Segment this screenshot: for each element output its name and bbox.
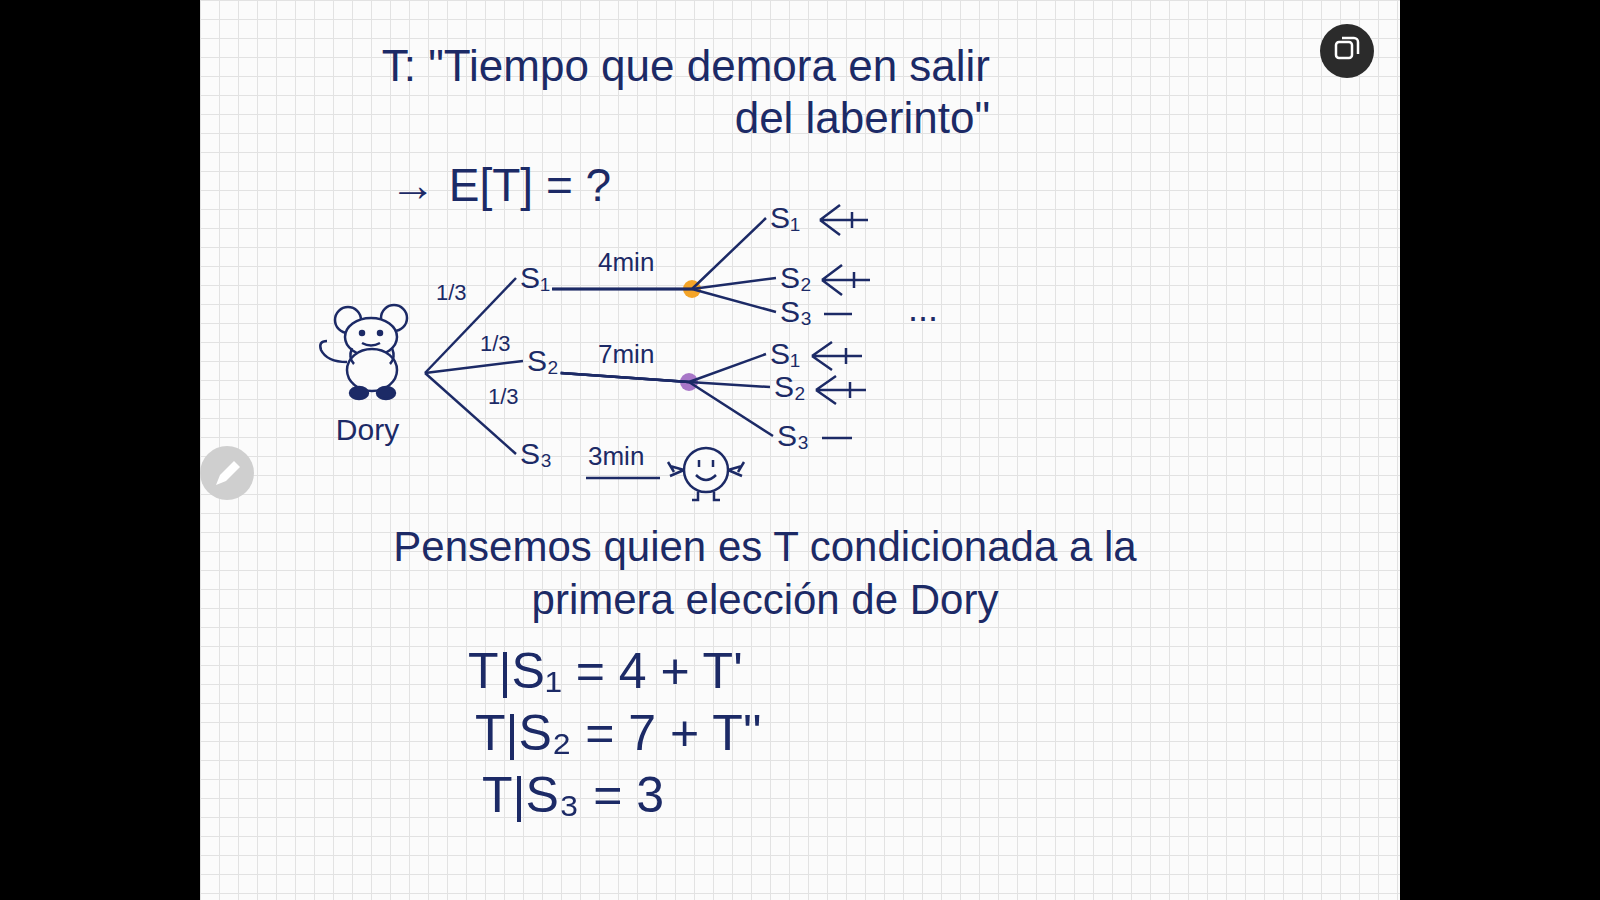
choice-label: S₃ (777, 420, 809, 452)
choice-label: S₃ (780, 296, 812, 328)
branch-line (425, 361, 523, 373)
mouse-name: Dory (336, 412, 399, 448)
branch-line (561, 373, 773, 436)
choice-label: S₂ (527, 345, 559, 377)
choice-node: S₂ (772, 371, 808, 403)
pencil-button (200, 446, 254, 500)
choice-node: S₁ (768, 338, 802, 370)
equation: T|S₂ = 7 + T'' (475, 702, 762, 765)
time-label: 7min (598, 338, 654, 371)
smiley-figure (668, 448, 744, 500)
branch-line (552, 218, 766, 289)
branch-line (552, 278, 776, 289)
time-label: 3min (588, 440, 644, 473)
choice-label: S₁ (770, 202, 800, 234)
return-arrows (812, 205, 870, 438)
mouse-figure (320, 305, 407, 399)
exit-line (586, 477, 660, 480)
choice-label: S₂ (774, 371, 806, 403)
branch-line (561, 354, 766, 382)
mouse-node: Dory (310, 298, 425, 448)
note-text: Pensemos quien es T condicionada a la pr… (385, 520, 1145, 626)
choice-node: S₂ (778, 262, 814, 294)
title-text: T: "Tiempo que demora en salir del laber… (330, 40, 990, 144)
equation: T|S₁ = 4 + T' (468, 640, 743, 703)
probability-label: 1/3 (436, 282, 467, 304)
choice-node: S₂ (525, 345, 561, 377)
probability-label: 1/3 (480, 333, 511, 355)
choice-node: S₃ (518, 438, 554, 470)
probability-label: 1/3 (488, 386, 519, 408)
question-text: → E[T] = ? (390, 156, 611, 214)
choice-label: S₁ (770, 338, 800, 370)
maximize-button (1320, 24, 1374, 78)
branch-line (552, 289, 776, 312)
choice-node: S₁ (518, 262, 552, 294)
choice-node: S₁ (768, 202, 802, 234)
time-label: 4min (598, 246, 654, 279)
branch-line (425, 278, 516, 373)
choice-label: S₃ (520, 438, 552, 470)
choice-label: S₂ (780, 262, 812, 294)
choice-label: S₁ (520, 262, 550, 294)
choice-node: S₃ (778, 296, 814, 328)
equation: T|S₃ = 3 (482, 764, 664, 827)
choice-node: S₃ (775, 420, 811, 452)
ellipsis: ... (908, 286, 938, 331)
